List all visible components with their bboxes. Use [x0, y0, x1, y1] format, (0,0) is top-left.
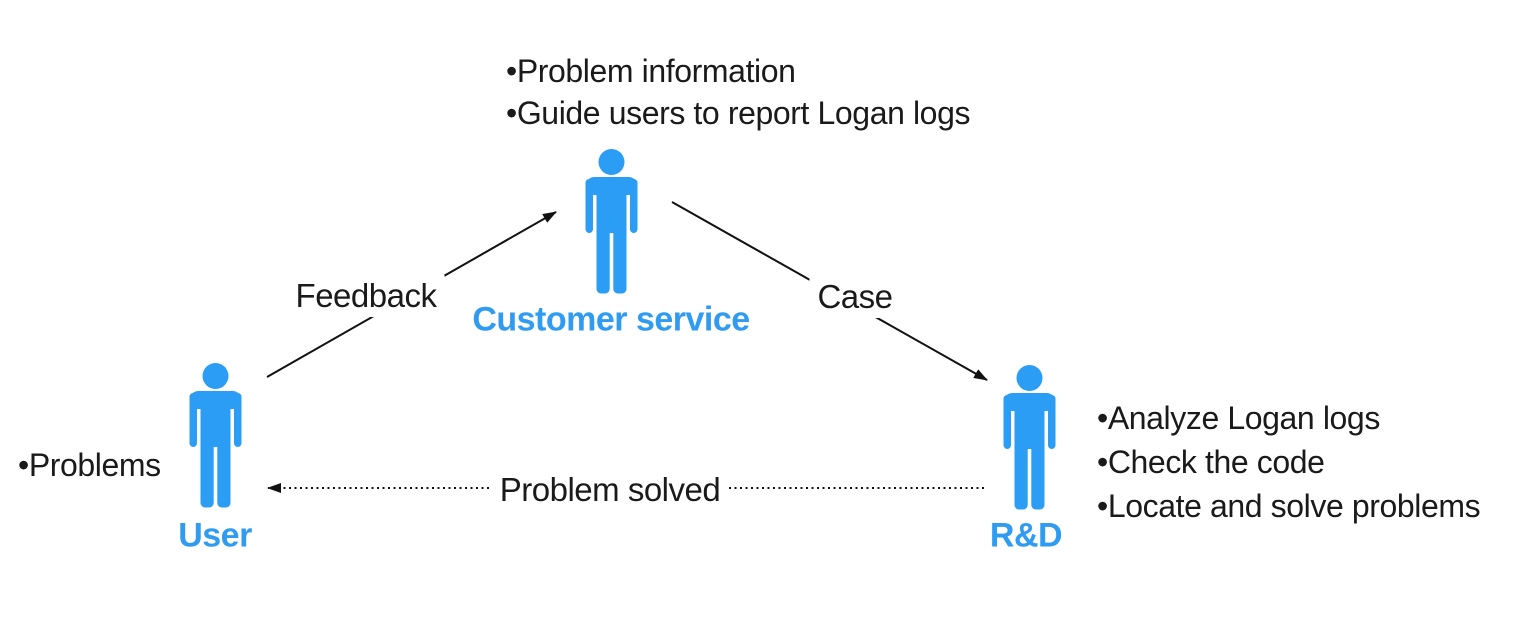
case-arrow-label: Case [809, 276, 901, 318]
note-text: Problem information [516, 53, 796, 89]
note-analyze-logs: •Analyze Logan logs [1097, 396, 1480, 440]
bullet-icon: • [1097, 488, 1108, 524]
rd-notes: •Analyze Logan logs •Check the code •Loc… [1097, 396, 1481, 528]
note-problem-information: •Problem information [506, 50, 970, 92]
customer-service-label: Customer service [472, 300, 750, 339]
note-locate-solve: •Locate and solve problems [1097, 484, 1481, 528]
rd-person-icon [1003, 365, 1056, 510]
note-check-code: •Check the code [1097, 440, 1480, 484]
note-guide-users: •Guide users to report Logan logs [506, 92, 970, 134]
note-text: Guide users to report Logan logs [516, 95, 971, 131]
bullet-icon: • [506, 53, 517, 89]
rd-label: R&D [989, 516, 1063, 555]
user-person-icon [189, 363, 242, 508]
note-problems: •Problems [18, 444, 161, 486]
note-text: Analyze Logan logs [1107, 400, 1381, 436]
feedback-arrow-label: Feedback [287, 275, 445, 317]
bullet-icon: • [506, 95, 517, 131]
customer-service-notes: •Problem information •Guide users to rep… [506, 50, 970, 134]
problem-solved-arrow-label: Problem solved [491, 469, 729, 511]
note-text: Check the code [1107, 444, 1325, 480]
note-text: Problems [28, 447, 161, 483]
user-label: User [178, 516, 252, 555]
customer-service-person-icon [585, 149, 638, 294]
bullet-icon: • [1097, 400, 1108, 436]
bullet-icon: • [18, 447, 29, 483]
note-text: Locate and solve problems [1107, 488, 1481, 524]
user-notes: •Problems [18, 444, 161, 486]
bullet-icon: • [1097, 444, 1108, 480]
